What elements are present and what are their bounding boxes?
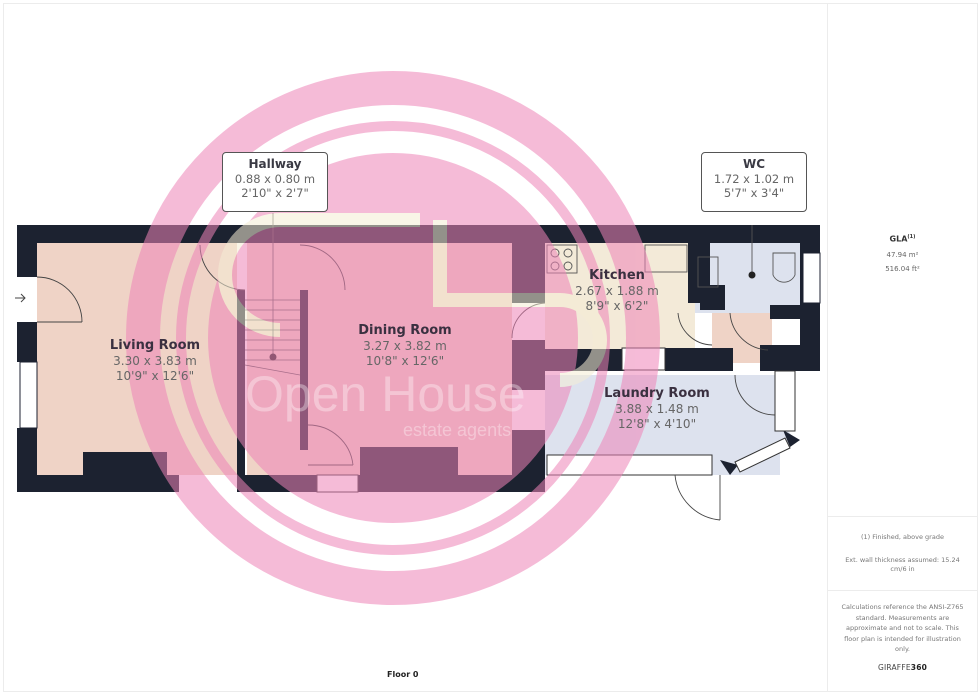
- room-metric: 3.88 x 1.48 m: [615, 402, 699, 416]
- laundry-room-label: Laundry Room 3.88 x 1.48 m 12'8" x 4'10": [592, 385, 722, 432]
- dining-room-label: Dining Room 3.27 x 3.82 m 10'8" x 12'6": [340, 322, 470, 369]
- room-metric: 3.27 x 3.82 m: [363, 339, 447, 353]
- gla-title: GLA(1): [889, 234, 916, 244]
- hallway-imperial: 2'10" x 2'7": [241, 186, 309, 200]
- watermark-logo: [126, 71, 660, 605]
- wc-name: WC: [742, 157, 766, 171]
- floor-plan-drawing: [15, 71, 821, 605]
- watermark-tagline: estate agents: [403, 420, 512, 440]
- note-wall-thickness: Ext. wall thickness assumed: 15.24 cm/6 …: [845, 556, 960, 573]
- floor-label: Floor 0: [387, 670, 419, 679]
- gla-section: GLA(1) 47.94 m² 516.04 ft²: [828, 4, 977, 517]
- room-metric: 3.30 x 3.83 m: [113, 354, 197, 368]
- disclaimer-section: Calculations reference the ANSI-Z765 sta…: [828, 591, 977, 691]
- wc-imperial: 5'7" x 3'4": [723, 186, 785, 200]
- room-imperial: 10'8" x 12'6": [365, 354, 445, 368]
- room-imperial: 10'9" x 12'6": [115, 369, 195, 383]
- disclaimer-text: Calculations reference the ANSI-Z765 sta…: [841, 603, 964, 653]
- giraffe360-logo: GIRAFFE360: [877, 662, 928, 672]
- wc-metric: 1.72 x 1.02 m: [713, 172, 795, 186]
- room-name: Dining Room: [358, 323, 452, 338]
- note-finished: (1) Finished, above grade: [861, 533, 944, 541]
- room-imperial: 12'8" x 4'10": [617, 417, 697, 431]
- hallway-name: Hallway: [248, 157, 302, 171]
- watermark-brand: Open House: [245, 366, 526, 422]
- room-name: Kitchen: [589, 268, 645, 283]
- wc-callout: WC 1.72 x 1.02 m 5'7" x 3'4": [701, 152, 807, 212]
- gla-area-m2: 47.94 m²: [886, 251, 919, 259]
- living-room-label: Living Room 3.30 x 3.83 m 10'9" x 12'6": [95, 337, 215, 384]
- room-name: Living Room: [109, 338, 201, 353]
- room-name: Laundry Room: [604, 386, 710, 401]
- gla-area-ft2: 516.04 ft²: [885, 265, 920, 273]
- notes-section: (1) Finished, above grade Ext. wall thic…: [828, 516, 977, 591]
- room-metric: 2.67 x 1.88 m: [575, 284, 659, 298]
- hallway-metric: 0.88 x 0.80 m: [234, 172, 316, 186]
- hallway-callout: Hallway 0.88 x 0.80 m 2'10" x 2'7": [222, 152, 328, 212]
- kitchen-label: Kitchen 2.67 x 1.88 m 8'9" x 6'2": [562, 267, 672, 314]
- room-imperial: 8'9" x 6'2": [585, 299, 649, 313]
- info-side-panel: GLA(1) 47.94 m² 516.04 ft² (1) Finished,…: [827, 3, 978, 692]
